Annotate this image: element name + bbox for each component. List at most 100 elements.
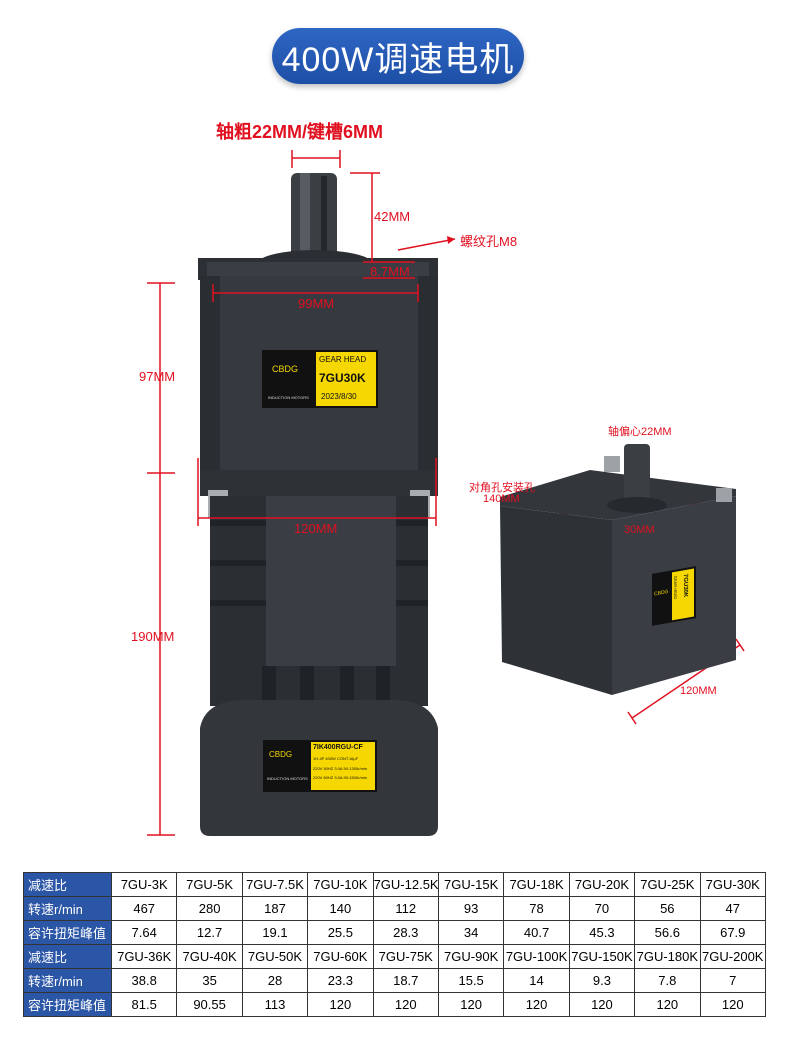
table-cell: 14 [503, 968, 570, 993]
table-cell: 78 [503, 896, 570, 921]
table-cell: 81.5 [110, 992, 178, 1017]
table-cell: 25.5 [307, 920, 374, 945]
motor-model: 7IK400RGU-CF [313, 744, 363, 751]
table-cell: 15.5 [437, 968, 505, 993]
table-cell: 28.3 [372, 920, 439, 945]
table-cell: 67.9 [699, 920, 767, 945]
shaft [291, 173, 337, 259]
gearhead-model: 7GU30K [319, 371, 366, 385]
table-cell: 47 [699, 896, 767, 921]
side-gearhead [500, 506, 612, 695]
table-cell: 7GU-50K [241, 944, 309, 969]
motor-line2: 1H-4P 400W CONT.16μF [313, 756, 359, 761]
row-header: 转速r/min [23, 896, 112, 921]
side-line1: GEAR HEAD [673, 575, 678, 600]
table-cell: 7 [699, 968, 767, 993]
table-cell: 7GU-40K [176, 944, 243, 969]
table-cell: 7GU-25K [634, 872, 701, 897]
table-cell: 120 [634, 992, 701, 1017]
brand-logo: CBDG [272, 364, 299, 374]
motor-nameplate: CBDG 7IK400RGU-CF 1H-4P 400W CONT.16μF 2… [263, 740, 377, 792]
table-cell: 7GU-18K [503, 872, 570, 897]
side-brand-logo: CBDG [654, 588, 669, 598]
body-width-label: 120MM [294, 521, 338, 536]
row-header: 容许扭矩峰值 [23, 992, 112, 1017]
table-cell: 9.3 [568, 968, 636, 993]
motor-brand-logo: CBDG [269, 750, 293, 759]
table-cell: 19.1 [241, 920, 309, 945]
table-cell: 38.8 [110, 968, 178, 993]
table-cell: 35 [176, 968, 243, 993]
table-cell: 7GU-36K [110, 944, 178, 969]
gearhead-date: 2023/8/30 [321, 392, 357, 401]
row-header: 转速r/min [23, 968, 112, 993]
gearhead-nameplate: CBDG GEAR HEAD 7GU30K 2023/8/30 INDUCTIO… [262, 350, 378, 408]
table-cell: 7GU-180K [634, 944, 701, 969]
boss-width-label: 30MM [624, 524, 655, 536]
table-cell: 113 [241, 992, 309, 1017]
table-cell: 56.6 [634, 920, 701, 945]
row-header: 减速比 [23, 872, 112, 897]
table-cell: 90.55 [176, 992, 243, 1017]
table-cell: 12.7 [176, 920, 243, 945]
table-cell: 112 [372, 896, 439, 921]
table-cell: 120 [503, 992, 570, 1017]
table-cell: 120 [699, 992, 767, 1017]
table-cell: 23.3 [307, 968, 374, 993]
table-cell: 120 [568, 992, 636, 1017]
motor-line4: 220V 60HZ 3.0A 90-1500r/min [313, 775, 368, 780]
table-cell: 7GU-60K [307, 944, 374, 969]
motor-foot: INDUCTION MOTORS [267, 776, 308, 781]
side-width-label: 120MM [680, 685, 717, 697]
table-cell: 140 [307, 896, 374, 921]
table-cell: 7GU-3K [110, 872, 178, 897]
diagonal-hole-label: 对角孔安装孔 [469, 482, 535, 494]
table-cell: 40.7 [503, 920, 570, 945]
side-model: 7GU30K [682, 573, 688, 598]
diagonal-hole-value: 140MM [483, 493, 520, 505]
table-cell: 7.64 [110, 920, 178, 945]
table-cell: 7GU-10K [307, 872, 374, 897]
side-nameplate: CBDG GEAR HEAD 7GU30K [652, 566, 696, 626]
table-cell: 7GU-200K [699, 944, 767, 969]
shaft-center-label: 轴偏心22MM [608, 426, 672, 438]
gearhead-height-label: 97MM [139, 369, 176, 384]
gearhead-line1: GEAR HEAD [319, 355, 367, 364]
flange-width-label: 99MM [298, 296, 335, 311]
table-cell: 34 [437, 920, 505, 945]
table-cell: 7GU-5K [176, 872, 243, 897]
gearhead-foot: INDUCTION MOTORS [268, 395, 309, 400]
table-cell: 120 [437, 992, 505, 1017]
motor-height-label: 190MM [131, 629, 175, 644]
table-cell: 18.7 [372, 968, 439, 993]
table-cell: 7GU-90K [437, 944, 505, 969]
table-cell: 7GU-150K [568, 944, 636, 969]
table-cell: 7GU-12.5K [372, 872, 439, 897]
shaft-boss-label: 8.7MM [370, 264, 410, 279]
table-cell: 56 [634, 896, 701, 921]
table-cell: 467 [110, 896, 178, 921]
table-cell: 120 [372, 992, 439, 1017]
table-cell: 7GU-15K [437, 872, 505, 897]
table-cell: 7GU-100K [503, 944, 570, 969]
table-cell: 28 [241, 968, 309, 993]
row-header: 减速比 [23, 944, 112, 969]
thread-hole-label: 螺纹孔M8 [460, 234, 518, 249]
table-cell: 93 [437, 896, 505, 921]
row-header: 容许扭矩峰值 [23, 920, 112, 945]
page-title: 400W调速电机 [272, 28, 524, 84]
table-cell: 7GU-75K [372, 944, 439, 969]
table-cell: 187 [241, 896, 309, 921]
motor-line3: 220V 50HZ 3.0A 90-1300r/min [313, 766, 368, 771]
table-cell: 45.3 [568, 920, 636, 945]
table-cell: 7.8 [634, 968, 701, 993]
table-cell: 120 [307, 992, 374, 1017]
table-cell: 7GU-20K [568, 872, 636, 897]
